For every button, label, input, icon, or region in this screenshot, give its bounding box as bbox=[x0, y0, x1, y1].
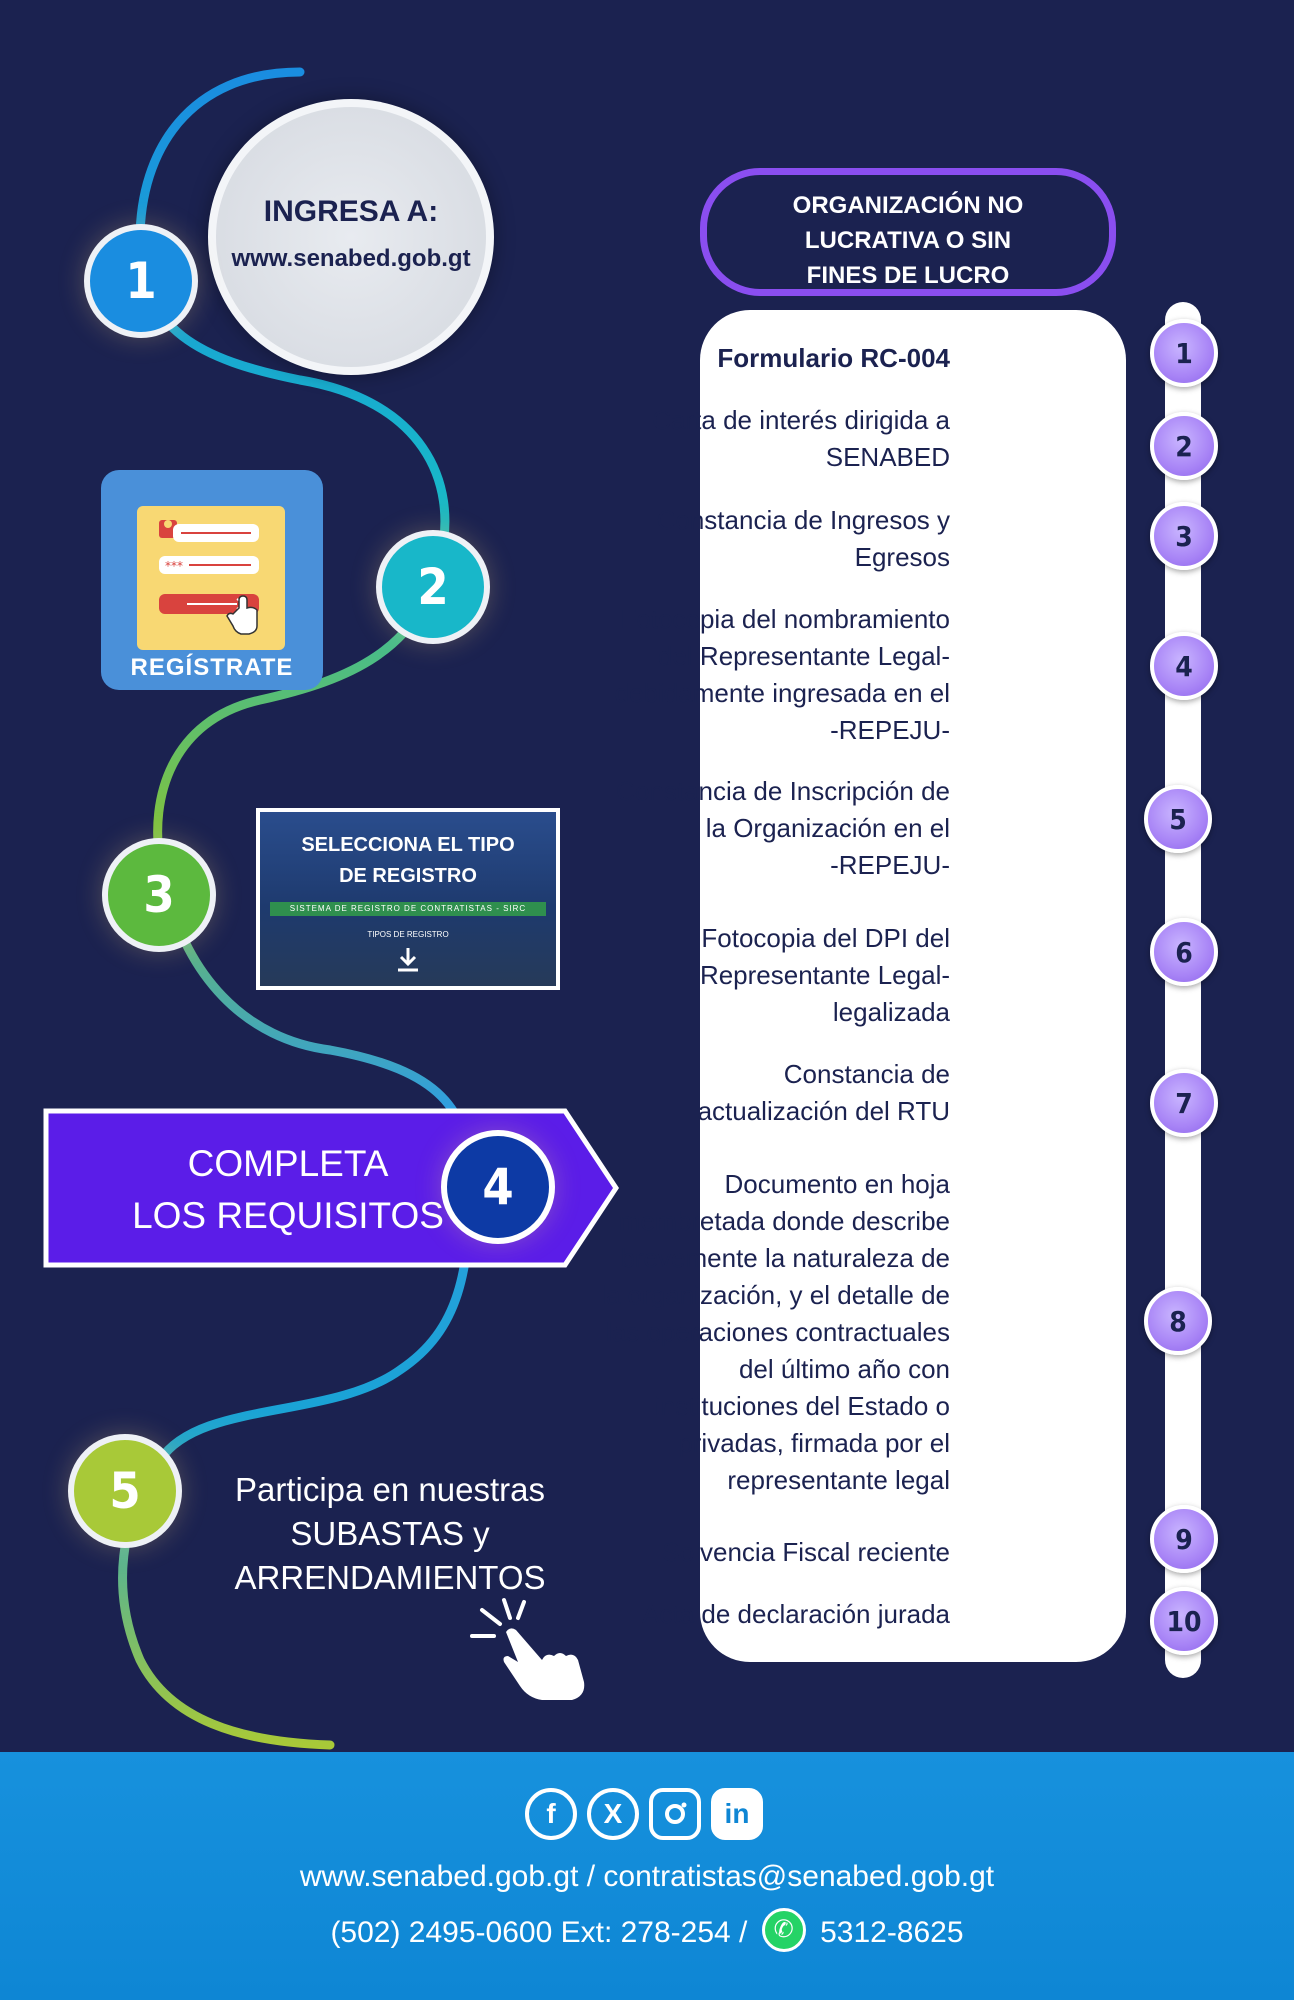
registry-type-title-line2: DE REGISTRO bbox=[339, 865, 477, 887]
website-bubble: INGRESA A: www.senabed.gob.gt bbox=[208, 99, 494, 375]
register-form-illustration: *** bbox=[137, 506, 285, 650]
participate-line1: Participa en nuestras bbox=[234, 1471, 545, 1508]
step-1-badge: 1 bbox=[84, 224, 198, 338]
requirement-line: membretada donde describe bbox=[619, 1206, 950, 1236]
requirement-line: Constancia de Inscripción de bbox=[616, 776, 950, 806]
requirement-item: Documento en hoja membretada donde descri… bbox=[540, 1166, 950, 1499]
step-4-badge: 4 bbox=[441, 1130, 555, 1244]
requirement-number-2: 2 bbox=[1150, 412, 1218, 480]
requirement-line: Acta de declaración jurada bbox=[642, 1599, 950, 1629]
complete-line2: LOS REQUISITOS bbox=[132, 1195, 444, 1236]
registry-type-title: SELECCIONA EL TIPO DE REGISTRO bbox=[260, 830, 556, 892]
requirement-line: las operaciones contractuales bbox=[606, 1317, 950, 1347]
requirement-item: Constancia de actualización del RTU bbox=[540, 1056, 950, 1130]
requirement-line: Fotocopia del DPI del bbox=[701, 923, 950, 953]
step-3-number: 3 bbox=[143, 866, 175, 924]
complete-line1: COMPLETA bbox=[187, 1143, 389, 1184]
requirement-line: privadas, firmada por el bbox=[678, 1428, 950, 1458]
requirement-line: Representante Legal- bbox=[699, 960, 950, 990]
org-line1: ORGANIZACIÓN NO bbox=[792, 192, 1024, 219]
registry-type-card[interactable]: SELECCIONA EL TIPO DE REGISTRO SISTEMA DE… bbox=[256, 808, 560, 990]
requirement-line: Constancia de Ingresos y bbox=[656, 505, 950, 535]
org-line3: FINES DE LUCRO bbox=[806, 262, 1010, 289]
participate-line3: ARRENDAMIENTOS bbox=[234, 1559, 546, 1596]
form-icon: *** bbox=[159, 520, 259, 635]
step-2-number: 2 bbox=[417, 558, 449, 616]
whatsapp-number[interactable]: 5312-8625 bbox=[820, 1915, 964, 1949]
requirement-line: SENABED bbox=[825, 442, 950, 472]
requirement-line: del Representante Legal- bbox=[658, 641, 950, 671]
requirement-line: Fotocopia del nombramiento bbox=[620, 604, 950, 634]
requirement-line: Constancia de bbox=[783, 1059, 950, 1089]
complete-requirements-text: COMPLETA LOS REQUISITOS bbox=[103, 1138, 473, 1242]
requirement-line: del último año con bbox=[738, 1354, 950, 1384]
contact-web-email[interactable]: www.senabed.gob.gt / contratistas@senabe… bbox=[299, 1860, 995, 1893]
requirement-line: Documento en hoja bbox=[724, 1169, 950, 1199]
svg-text:***: *** bbox=[165, 559, 183, 573]
requirement-number-1: 1 bbox=[1150, 319, 1218, 387]
org-type-header: ORGANIZACIÓN NO LUCRATIVA O SIN FINES DE… bbox=[700, 168, 1116, 296]
sirc-strip: SISTEMA DE REGISTRO DE CONTRATISTAS - SI… bbox=[270, 902, 546, 916]
participate-line2: SUBASTAS y bbox=[290, 1515, 490, 1552]
requirement-line: Carta de interés dirigida a bbox=[652, 405, 950, 435]
step-5-number: 5 bbox=[109, 1462, 141, 1520]
ingresa-title: INGRESA A: bbox=[263, 195, 439, 228]
registry-type-title-line1: SELECCIONA EL TIPO bbox=[301, 834, 515, 856]
requirement-item: Formulario RC-004 bbox=[540, 340, 950, 377]
requirement-number-4: 4 bbox=[1150, 632, 1218, 700]
requirement-item: Fotocopia del nombramiento del Representa… bbox=[540, 601, 950, 749]
step-3-badge: 3 bbox=[102, 838, 216, 952]
step-2-badge: 2 bbox=[376, 530, 490, 644]
x-icon[interactable]: X bbox=[587, 1788, 639, 1840]
requirement-item: Acta de declaración jurada bbox=[540, 1596, 950, 1633]
org-line2: LUCRATIVA O SIN bbox=[804, 227, 1012, 254]
download-icon bbox=[398, 948, 418, 972]
tipos-registro-label: TIPOS DE REGISTRO bbox=[367, 930, 449, 939]
requirement-line: la Organización en el bbox=[705, 813, 950, 843]
requirement-number-6: 6 bbox=[1150, 918, 1218, 986]
social-icons: f X in bbox=[525, 1788, 763, 1844]
facebook-icon[interactable]: f bbox=[525, 1788, 577, 1840]
requirement-number-9: 9 bbox=[1150, 1505, 1218, 1573]
requirement-line: brevemente la naturaleza de bbox=[620, 1243, 950, 1273]
whatsapp-icon[interactable]: ✆ bbox=[761, 1908, 806, 1952]
linkedin-icon[interactable]: in bbox=[711, 1788, 763, 1840]
step-4-number: 4 bbox=[482, 1158, 514, 1216]
hand-pointer-icon bbox=[470, 1598, 585, 1700]
requirement-item: Constancia de Inscripción de la Organizac… bbox=[540, 773, 950, 884]
requirement-line: -REPEJU- bbox=[830, 715, 950, 745]
requirements-list: Formulario RC-004 Carta de interés dirig… bbox=[540, 319, 1218, 1655]
footer: f X in www.senabed.gob.gt / contratistas… bbox=[0, 1752, 1294, 2000]
requirement-line: Formulario RC-004 bbox=[717, 343, 950, 373]
step-1-number: 1 bbox=[125, 252, 157, 310]
website-link[interactable]: www.senabed.gob.gt bbox=[231, 245, 471, 272]
requirement-number-10: 10 bbox=[1150, 1587, 1218, 1655]
register-label: REGÍSTRATE bbox=[130, 654, 294, 681]
requirement-line: legalizada bbox=[832, 997, 950, 1027]
requirement-number-5: 5 bbox=[1144, 785, 1212, 853]
requirements-card bbox=[700, 310, 1126, 1662]
requirement-line: Solvencia Fiscal reciente bbox=[662, 1537, 950, 1567]
instagram-glyph bbox=[665, 1802, 687, 1824]
requirement-item: Constancia de Ingresos y Egresos bbox=[540, 502, 950, 576]
requirement-line: representante legal bbox=[727, 1465, 950, 1495]
requirement-line: Egresos bbox=[854, 542, 950, 572]
requirement-line: debidamente ingresada en el bbox=[614, 678, 950, 708]
requirement-number-7: 7 bbox=[1150, 1069, 1218, 1137]
requirement-item: Carta de interés dirigida a SENABED bbox=[540, 402, 950, 476]
requirement-number-3: 3 bbox=[1150, 502, 1218, 570]
requirement-line: instituciones del Estado o bbox=[655, 1391, 950, 1421]
instagram-icon[interactable] bbox=[649, 1788, 701, 1840]
requirement-line: la organización, y el detalle de bbox=[600, 1280, 950, 1310]
requirement-line: -REPEJU- bbox=[830, 850, 950, 880]
contact-phone[interactable]: (502) 2495-0600 Ext: 278-254 / bbox=[330, 1915, 748, 1949]
requirement-number-8: 8 bbox=[1144, 1287, 1212, 1355]
contact-phone-line: (502) 2495-0600 Ext: 278-254 / ✆ 5312-86… bbox=[0, 1908, 1294, 1956]
participate-text[interactable]: Participa en nuestras SUBASTAS y ARRENDA… bbox=[210, 1468, 570, 1600]
register-card[interactable]: *** REGÍSTRATE bbox=[101, 470, 323, 690]
step-5-badge: 5 bbox=[68, 1434, 182, 1548]
requirement-line: actualización del RTU bbox=[697, 1096, 950, 1126]
requirement-item: Solvencia Fiscal reciente bbox=[540, 1534, 950, 1571]
